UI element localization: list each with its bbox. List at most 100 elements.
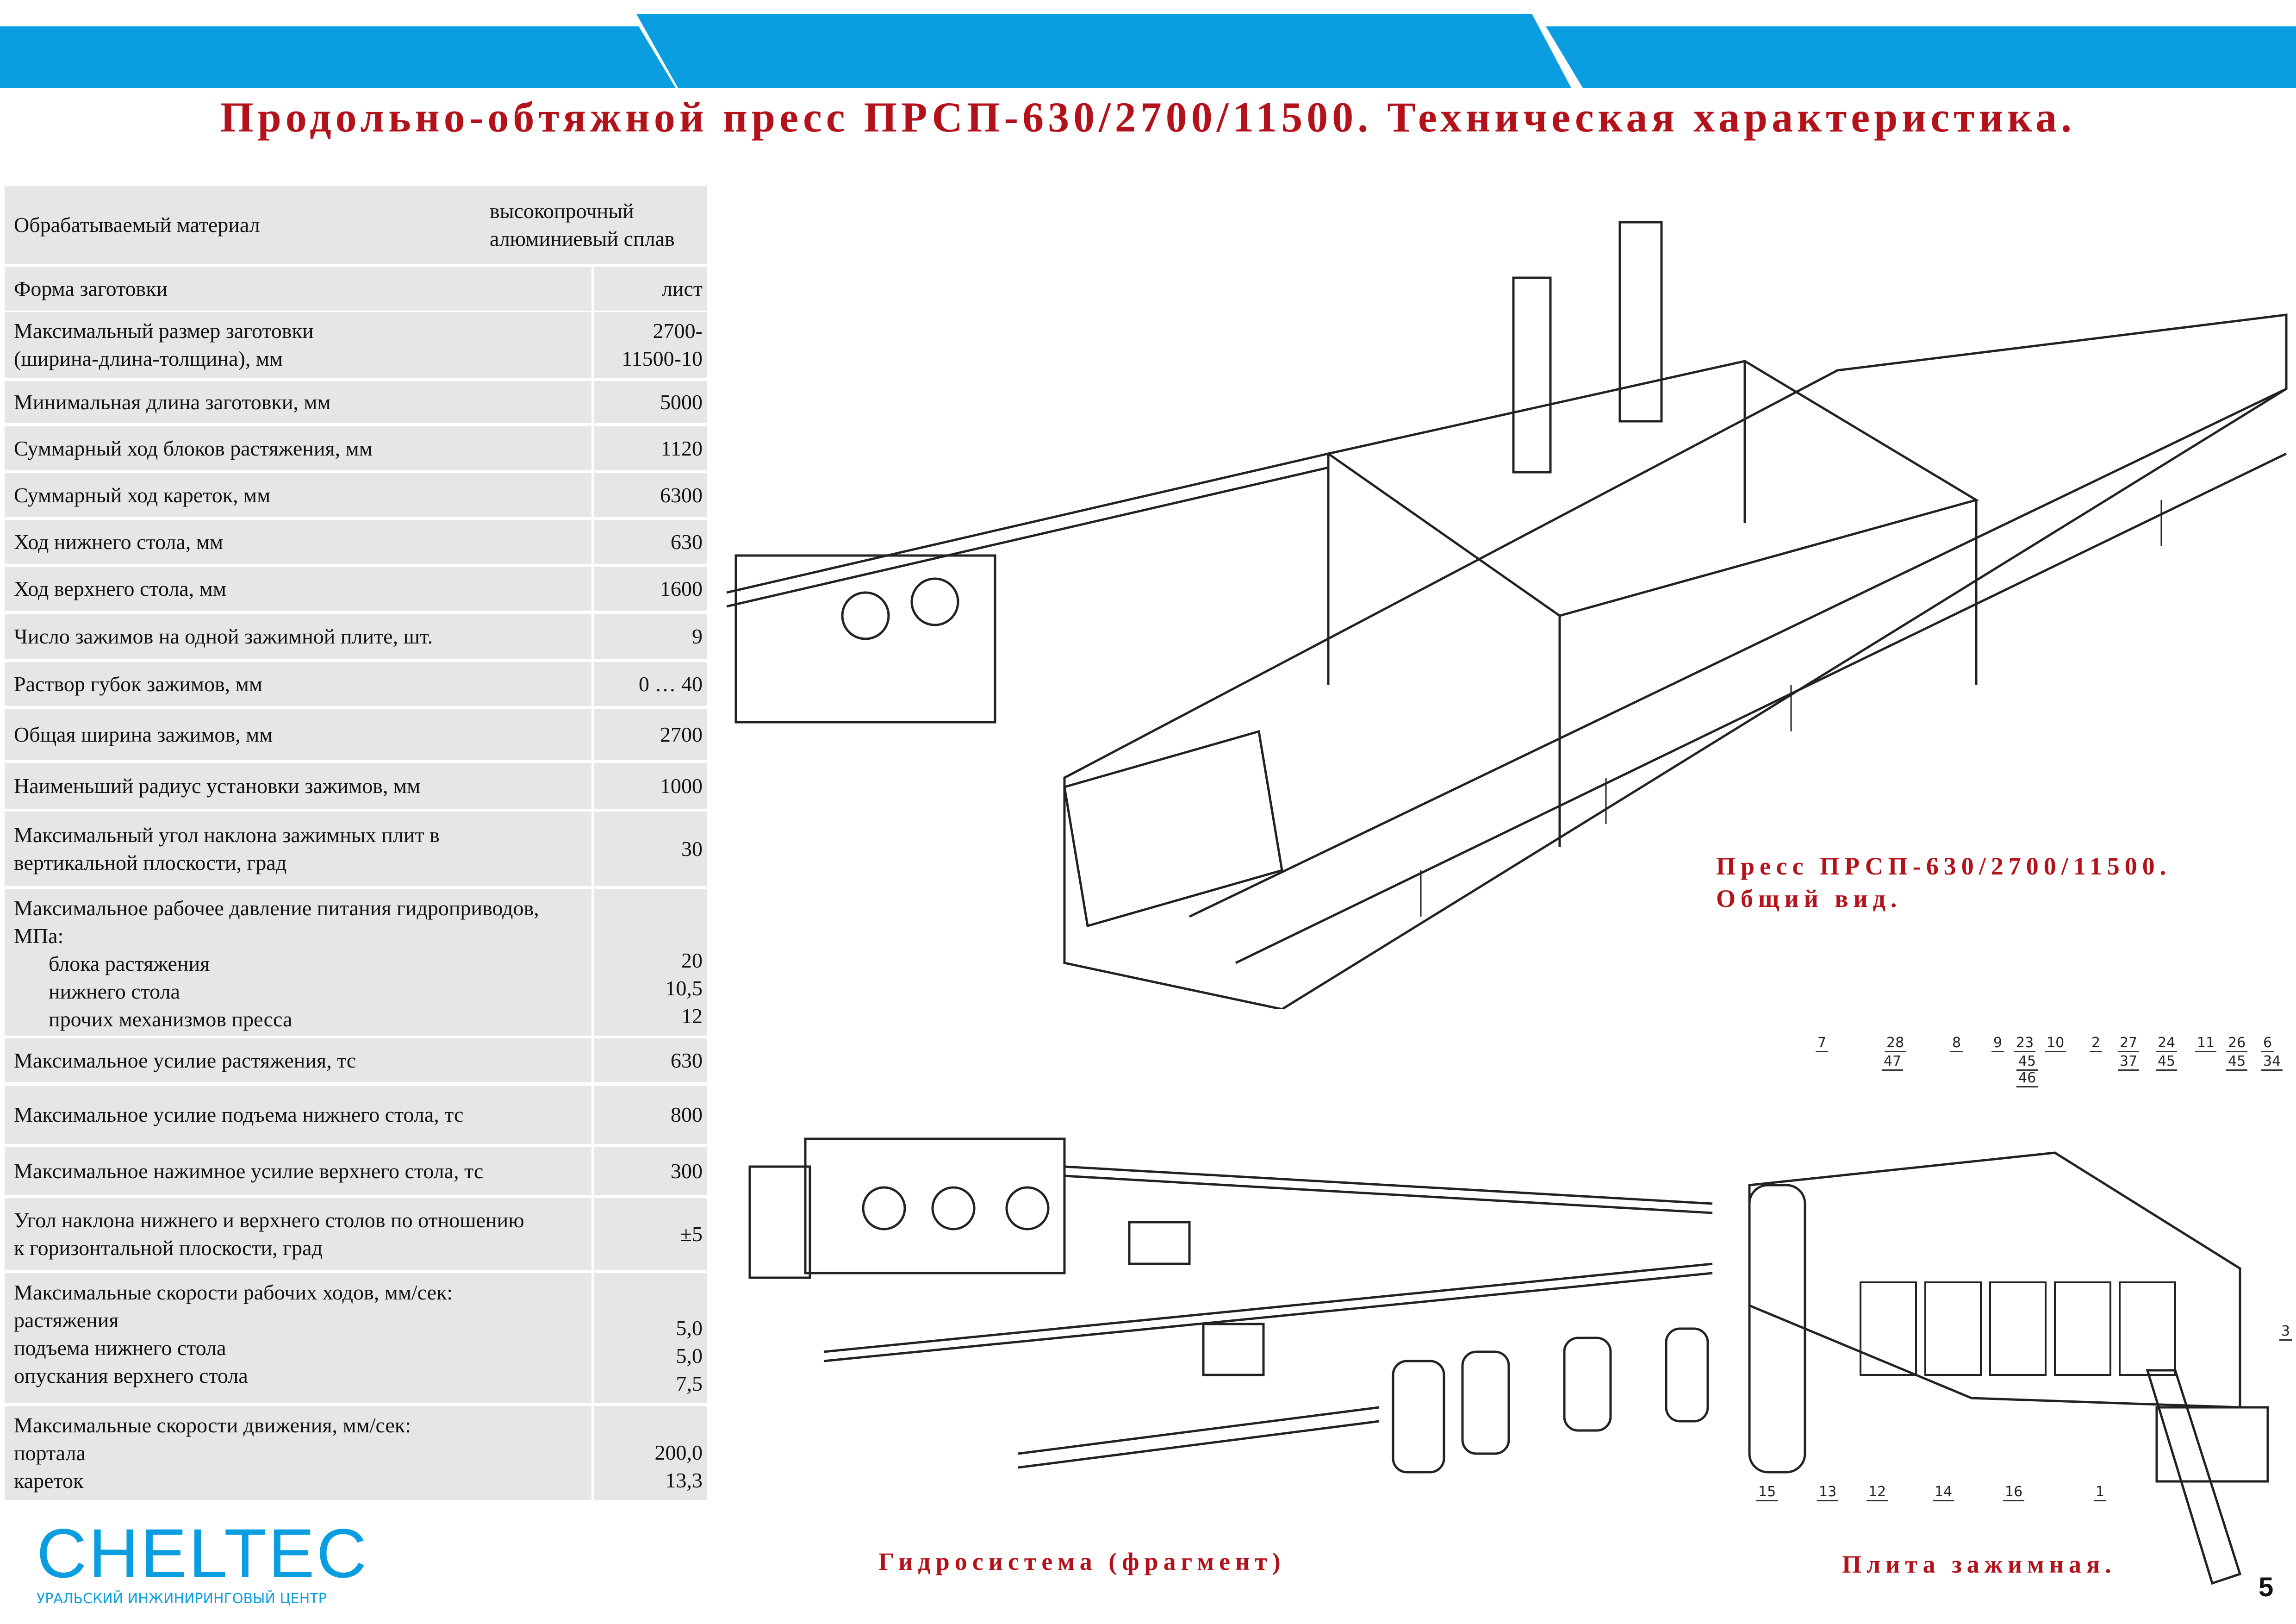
callout: 2 xyxy=(2090,1035,2103,1052)
spec-value-line: ±5 xyxy=(680,1222,703,1246)
spec-value-line: 9 xyxy=(692,625,703,648)
spec-label-line: Суммарный ход блоков растяжения, мм xyxy=(14,436,373,460)
callout: 7 xyxy=(1816,1035,1829,1052)
plate-caption: Плита зажимная. xyxy=(1842,1550,2116,1578)
spec-value: 2700 xyxy=(591,709,707,760)
general-view-caption-line2: Общий вид. xyxy=(1716,885,1902,912)
spec-label-line: Максимальный угол наклона зажимных плит … xyxy=(14,823,440,847)
spec-value-line: 2700 xyxy=(660,722,703,746)
spec-label-line: Форма заготовки xyxy=(14,276,168,300)
page-number: 5 xyxy=(2259,1572,2274,1602)
spec-value-line: 1600 xyxy=(660,576,703,600)
spec-value-line: 30 xyxy=(681,837,703,861)
callout: 45 xyxy=(2226,1053,2248,1071)
spec-label-line: Максимальное рабочее давление питания ги… xyxy=(14,896,539,920)
spec-row: Максимальное рабочее давление питания ги… xyxy=(5,889,707,1036)
spec-value: ±5 xyxy=(591,1198,707,1270)
press-general-view-drawing xyxy=(727,221,2288,1009)
spec-label-line: Максимальное усилие растяжения, тс xyxy=(14,1048,356,1072)
callout: 24 xyxy=(2156,1035,2178,1052)
spec-label-line: кареток xyxy=(14,1469,84,1493)
general-view-caption-line1: Пресс ПРСП-630/2700/11500. xyxy=(1716,852,2172,880)
cheltec-logo: CHELTEC УРАЛЬСКИЙ ИНЖИНИРИНГОВЫЙ ЦЕНТР xyxy=(37,1514,407,1607)
spec-value-line: 20 xyxy=(681,949,703,972)
callout: 45 xyxy=(2156,1053,2178,1071)
header-bar xyxy=(0,14,2296,88)
spec-label: Раствор губок зажимов, мм xyxy=(5,662,591,706)
spec-value: 1600 xyxy=(591,567,707,611)
spec-label-line: Ход верхнего стола, мм xyxy=(14,576,226,600)
spec-label: Минимальная длина заготовки, мм xyxy=(5,381,591,423)
spec-label: Общая ширина зажимов, мм xyxy=(5,709,591,760)
spec-row: Максимальный угол наклона зажимных плит … xyxy=(5,812,707,886)
spec-value: 1000 xyxy=(591,763,707,809)
spec-label: Форма заготовки xyxy=(5,267,591,311)
spec-label: Максимальное усилие растяжения, тс xyxy=(5,1038,591,1082)
callout: 16 xyxy=(2003,1484,2025,1501)
spec-row: Форма заготовки лист xyxy=(5,267,707,311)
callout: 45 xyxy=(2016,1053,2038,1071)
spec-label: Ход нижнего стола, мм xyxy=(5,520,591,564)
spec-value-line: 300 xyxy=(671,1159,703,1183)
hydraulic-caption: Гидросистема (фрагмент) xyxy=(878,1548,1286,1575)
clamping-plate-drawing xyxy=(1748,1151,2269,1585)
spec-value-line: 200,0 xyxy=(654,1441,703,1464)
spec-row: Число зажимов на одной зажимной плите, ш… xyxy=(5,614,707,659)
callout: 11 xyxy=(2195,1035,2217,1052)
spec-label-line: нижнего стола xyxy=(49,980,180,1003)
spec-row: Максимальное усилие подъема нижнего стол… xyxy=(5,1086,707,1144)
spec-value-line: 12 xyxy=(681,1004,703,1028)
spec-label-line: к горизонтальной плоскости, град xyxy=(14,1236,323,1260)
spec-value-line: 13,3 xyxy=(665,1468,703,1492)
callout: 3 xyxy=(2279,1323,2292,1341)
spec-value: 1120 xyxy=(591,426,707,470)
spec-label-line: вертикальной плоскости, град xyxy=(14,850,287,874)
spec-label: Максимальный размер заготовки(ширина-дли… xyxy=(5,312,591,378)
spec-value-line: 630 xyxy=(671,530,703,554)
spec-label-line: (ширина-длина-толщина), мм xyxy=(14,347,283,370)
spec-value-line: высокопрочный xyxy=(490,199,634,223)
spec-row: Угол наклона нижнего и верхнего столов п… xyxy=(5,1198,707,1270)
callout: 28 xyxy=(1885,1035,1906,1052)
spec-value-line: 7,5 xyxy=(676,1372,703,1395)
spec-value: лист xyxy=(591,267,707,311)
spec-label-line: Максимальные скорости рабочих ходов, мм/… xyxy=(14,1280,453,1304)
spec-row: Ход верхнего стола, мм 1600 xyxy=(5,567,707,611)
spec-label: Максимальные скорости рабочих ходов, мм/… xyxy=(5,1273,591,1403)
spec-label-line: Раствор губок зажимов, мм xyxy=(14,672,262,696)
spec-value-line: 0 … 40 xyxy=(639,672,703,696)
spec-value-line: 630 xyxy=(671,1048,703,1072)
spec-row: Суммарный ход блоков растяжения, мм 1120 xyxy=(5,426,707,470)
spec-value-line: 5,0 xyxy=(676,1344,703,1368)
spec-label-line: Максимальное нажимное усилие верхнего ст… xyxy=(14,1159,484,1183)
spec-label-line: Наименьший радиус установки зажимов, мм xyxy=(14,774,421,798)
logo-subtitle: УРАЛЬСКИЙ ИНЖИНИРИНГОВЫЙ ЦЕНТР xyxy=(37,1591,327,1607)
spec-value-line: 10,5 xyxy=(665,976,703,1000)
spec-value-line: 1000 xyxy=(660,774,703,798)
spec-value-line: алюминиевый сплав xyxy=(490,227,675,250)
spec-row: Максимальное нажимное усилие верхнего ст… xyxy=(5,1147,707,1195)
callout: 46 xyxy=(2016,1070,2038,1087)
spec-label: Число зажимов на одной зажимной плите, ш… xyxy=(5,614,591,659)
spec-value: 630 xyxy=(591,520,707,564)
callout: 9 xyxy=(1991,1035,2004,1052)
spec-value: 9 xyxy=(591,614,707,659)
spec-label-line: МПа: xyxy=(14,924,64,948)
callout: 15 xyxy=(1756,1484,1778,1501)
spec-value: 200,0 13,3 xyxy=(591,1406,707,1500)
callout: 10 xyxy=(2045,1035,2066,1052)
logo-name: CHELTEC xyxy=(37,1514,368,1592)
spec-value: 6300 xyxy=(591,473,707,517)
callout-labels-bottom: 15 13 12 14 16 1 xyxy=(1731,1484,2296,1507)
callout: 23 xyxy=(2014,1035,2036,1052)
callout: 14 xyxy=(1933,1484,1954,1501)
spec-label: Суммарный ход блоков растяжения, мм xyxy=(5,426,591,470)
spec-value-line: 5000 xyxy=(660,390,703,414)
spec-row: Наименьший радиус установки зажимов, мм 1… xyxy=(5,763,707,809)
spec-label: Максимальное нажимное усилие верхнего ст… xyxy=(5,1147,591,1195)
spec-value-line: 1120 xyxy=(660,436,703,460)
spec-value: 630 xyxy=(591,1038,707,1082)
spec-value: 2700-11500-10 xyxy=(591,312,707,378)
